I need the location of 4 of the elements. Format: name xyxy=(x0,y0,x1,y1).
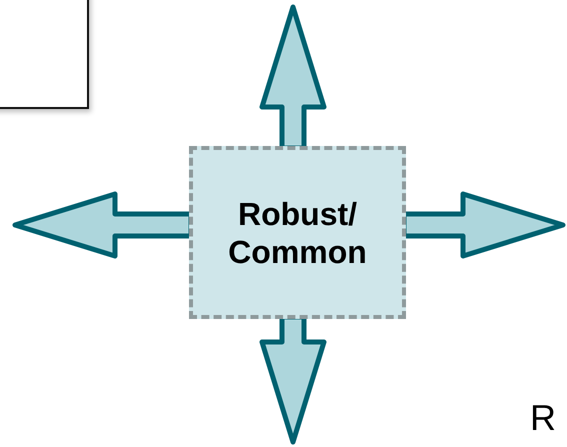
text-label: R xyxy=(530,397,556,439)
box-label: Robust/ Common xyxy=(227,194,368,270)
dashed-box xyxy=(189,146,406,319)
empty-box xyxy=(0,0,89,109)
